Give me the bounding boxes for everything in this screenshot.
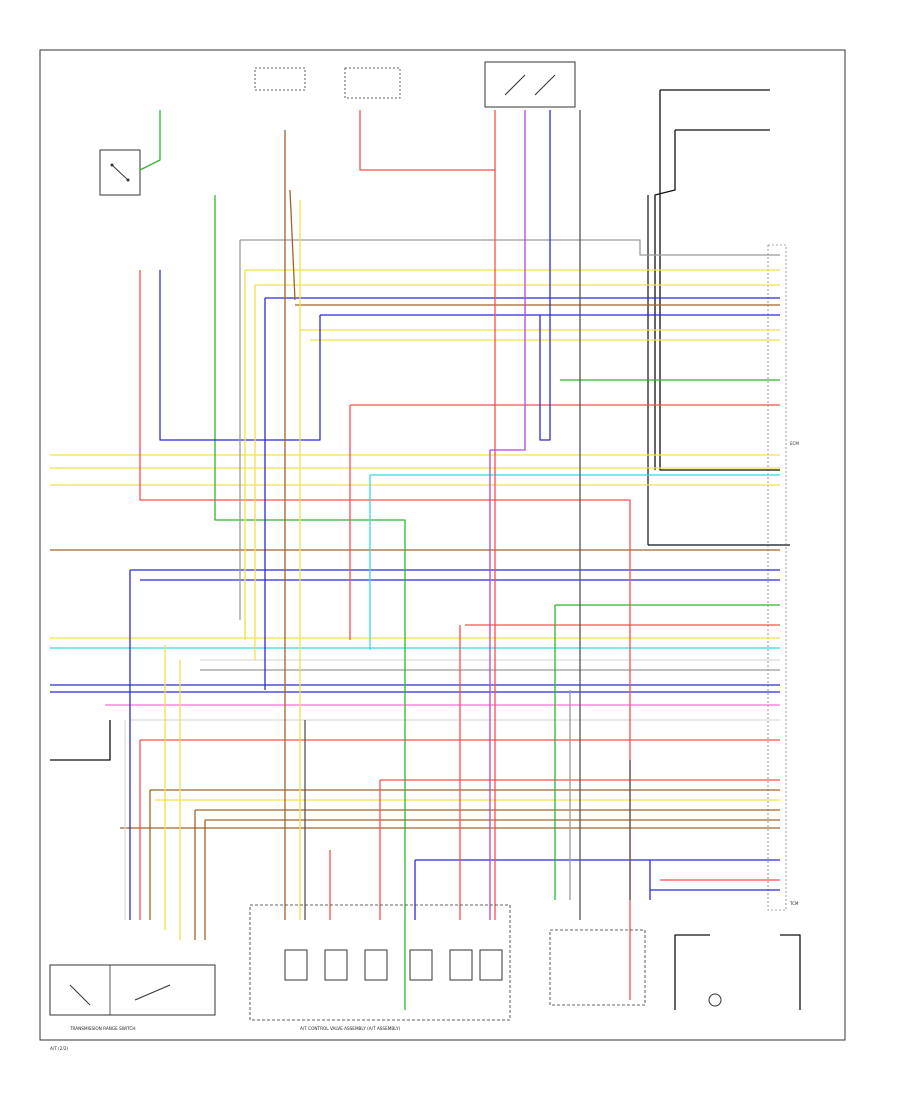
brake-switch-box — [99, 149, 141, 196]
relay-box-top — [484, 61, 576, 108]
right-connector-strip — [767, 244, 787, 911]
range-switch-caption: TRANSMISSION RANGE SWITCH — [69, 1026, 136, 1031]
valve-assembly-box — [249, 904, 511, 1021]
top-components — [99, 61, 790, 546]
tcm-label: TCM — [789, 901, 799, 906]
diagram-frame — [39, 49, 846, 1041]
ecm-label: ECM — [790, 441, 799, 446]
bottom-components — [49, 904, 801, 1021]
text-layer: A/T (2/2) TRANSMISSION RANGE SWITCH A/T … — [50, 441, 799, 1051]
footer-label: A/T (2/2) — [50, 1046, 69, 1051]
range-switch-box — [49, 964, 216, 1016]
harness-wires — [50, 110, 780, 1010]
valve-assembly-caption: A/T CONTROL VALVE ASSEMBLY (A/T ASSEMBLY… — [300, 1026, 401, 1031]
